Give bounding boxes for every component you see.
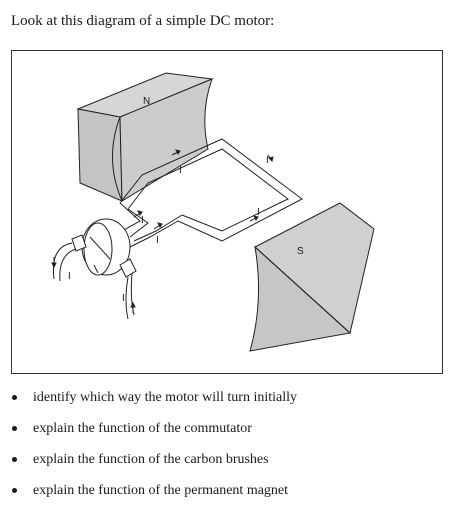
current-label-lower: I xyxy=(156,235,159,246)
wire-coil xyxy=(119,138,303,248)
intro-text: Look at this diagram of a simple DC moto… xyxy=(11,13,275,29)
task-item: explain the function of the carbon brush… xyxy=(0,450,464,481)
task-text: explain the function of the permanent ma… xyxy=(33,483,289,498)
bullet-icon xyxy=(12,426,17,431)
commutator xyxy=(81,218,131,276)
north-magnet xyxy=(76,72,214,202)
task-text: explain the function of the carbon brush… xyxy=(33,452,269,467)
task-text: identify which way the motor will turn i… xyxy=(33,390,298,405)
task-item: explain the function of the permanent ma… xyxy=(0,481,464,512)
bullet-icon xyxy=(12,395,17,400)
carbon-brushes xyxy=(71,234,137,278)
current-label-in: I xyxy=(68,271,71,282)
task-text: explain the function of the commutator xyxy=(33,421,252,436)
bullet-icon xyxy=(12,488,17,493)
north-label: N xyxy=(143,96,150,107)
dc-motor-illustration: N S I xyxy=(51,72,375,352)
south-magnet xyxy=(249,202,375,352)
current-arrows xyxy=(133,149,274,230)
dc-motor-diagram: N S I xyxy=(11,50,443,374)
lead-arrows xyxy=(51,257,136,313)
task-list: identify which way the motor will turn i… xyxy=(0,388,464,512)
south-label: S xyxy=(297,246,304,257)
current-label-top: I xyxy=(179,165,182,176)
current-label-out: I xyxy=(122,293,125,304)
current-label-right: I xyxy=(266,155,269,166)
current-label-left: I xyxy=(141,215,144,226)
task-item: explain the function of the commutator xyxy=(0,419,464,450)
current-label-bottom: I xyxy=(257,207,260,218)
task-item: identify which way the motor will turn i… xyxy=(0,388,464,419)
bullet-icon xyxy=(12,457,17,462)
